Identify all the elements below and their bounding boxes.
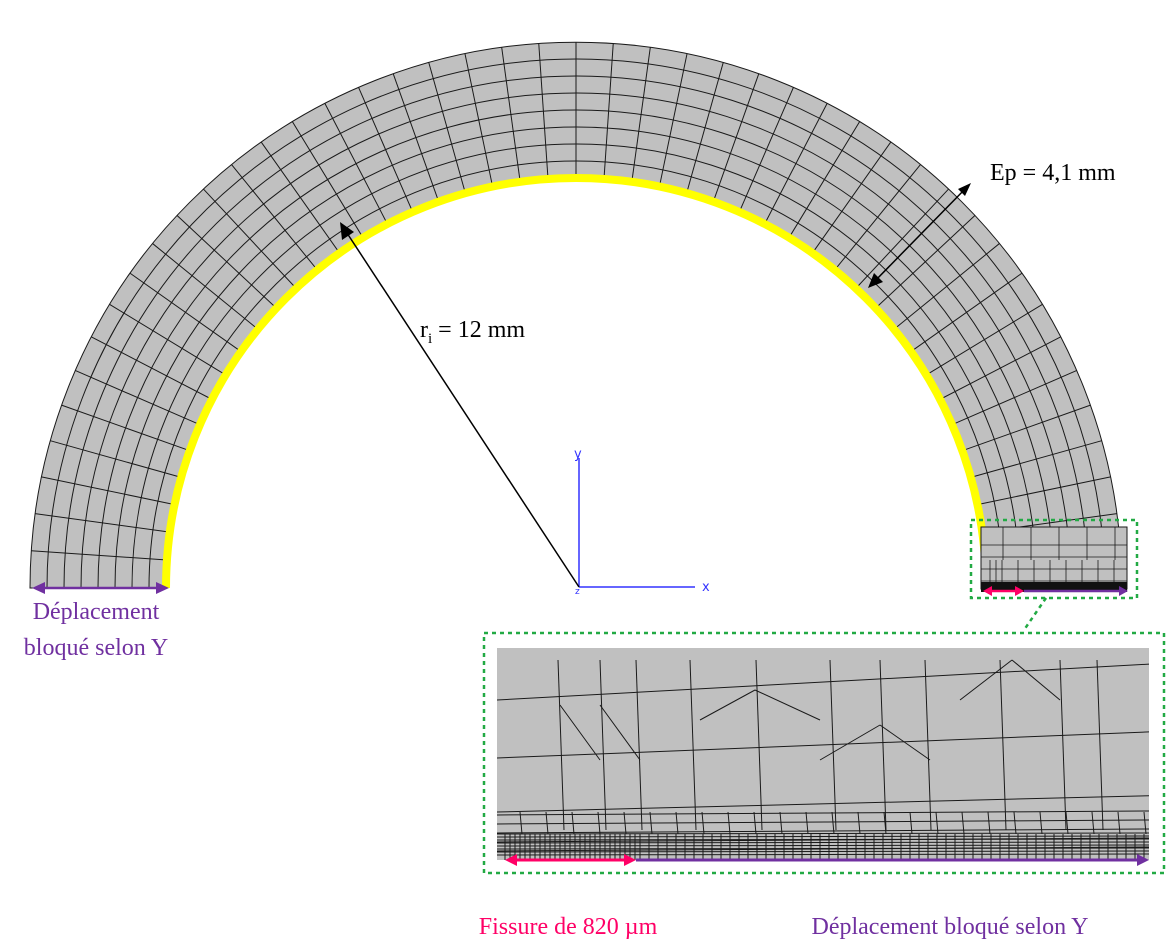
axis-triad: y x z — [574, 447, 710, 597]
y-axis-label: y — [574, 447, 582, 462]
radius-label: ri = 12 mm — [420, 317, 525, 347]
zoom-connector — [1022, 597, 1048, 631]
zoom-inset — [482, 631, 1166, 875]
half-ring-mesh — [29, 41, 1123, 589]
thickness-dimension-arrow — [868, 183, 971, 288]
left-boundary-arrow — [32, 582, 169, 594]
refined-mesh-zone — [980, 526, 1128, 590]
inner-surface-highlight — [162, 174, 990, 589]
mesh-circumferential-lines — [46, 58, 1103, 589]
left-bc-label-line2: bloqué selon Y — [24, 635, 168, 661]
radius-dimension-arrow — [340, 222, 580, 588]
crack-label: Fissure de 820 µm — [479, 914, 658, 940]
x-axis-label: x — [702, 580, 710, 595]
left-bc-label-line1: Déplacement — [33, 599, 160, 625]
z-axis-label: z — [575, 587, 580, 597]
right-foot-arrows — [981, 582, 1128, 596]
right-bc-label: Déplacement bloqué selon Y — [811, 914, 1088, 940]
zoom-inset-frame — [482, 631, 1166, 875]
zoom-source-frame — [969, 518, 1139, 600]
thickness-label: Ep = 4,1 mm — [990, 160, 1116, 186]
